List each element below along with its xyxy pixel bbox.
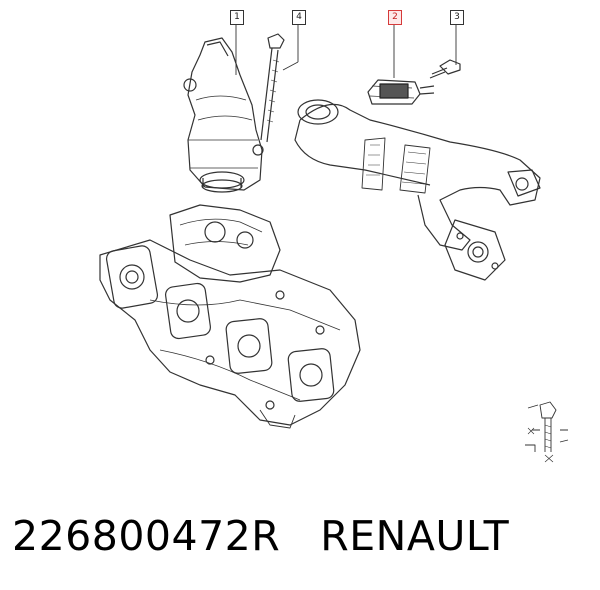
part-4-long-bolt xyxy=(260,33,285,143)
callout-4: 4 xyxy=(292,10,306,25)
callout-1: 1 xyxy=(230,10,244,25)
leader-lines xyxy=(235,24,457,78)
caption: 226800472R RENAULT xyxy=(12,512,509,572)
manifold-assembly xyxy=(99,204,361,429)
part-2-sensor xyxy=(367,79,435,105)
egr-pipe xyxy=(294,99,541,281)
callout-2: 2 xyxy=(388,10,402,25)
brand-name: RENAULT xyxy=(320,512,510,560)
exploded-parts-diagram xyxy=(99,24,569,463)
part-number: 226800472R xyxy=(12,512,281,560)
callout-3: 3 xyxy=(450,10,464,25)
part-1-elbow-housing xyxy=(183,37,264,193)
screw-detail-symbol xyxy=(525,401,569,463)
part-3-screw xyxy=(429,59,461,79)
